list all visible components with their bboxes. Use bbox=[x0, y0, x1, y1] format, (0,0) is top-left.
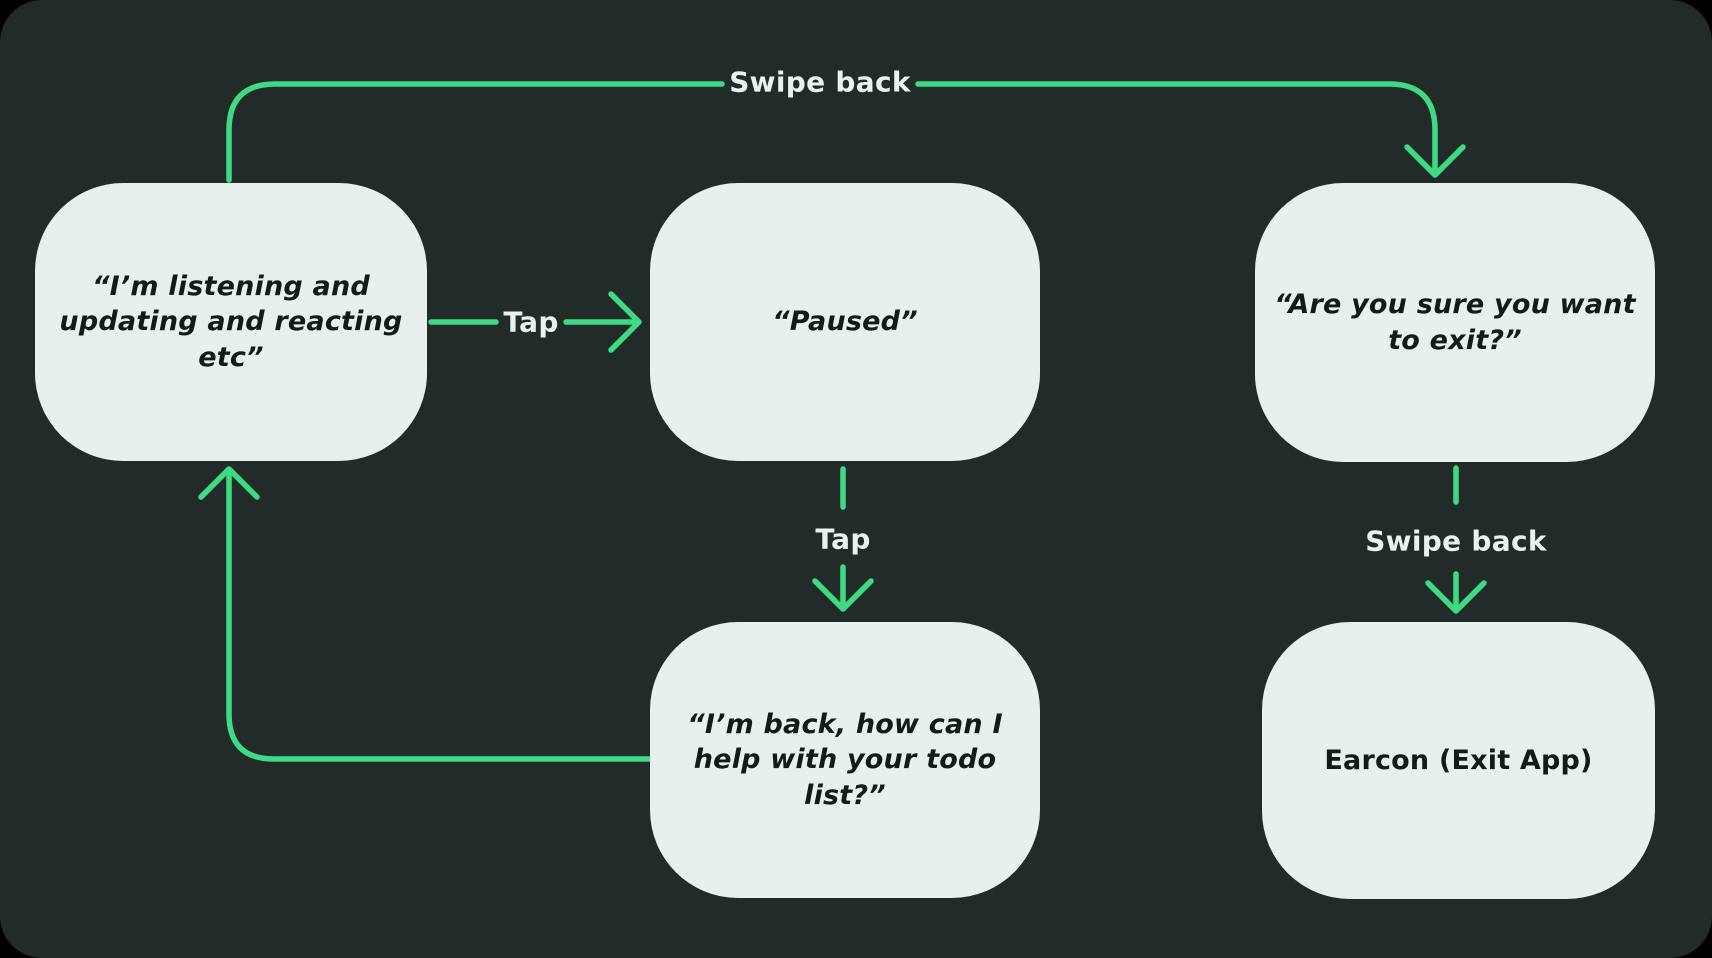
node-earcon-exit-label: Earcon (Exit App) bbox=[1324, 744, 1593, 776]
node-paused: “Paused” bbox=[650, 183, 1040, 461]
node-exit-confirm-label: “Are you sure you want to exit?” bbox=[1274, 288, 1636, 356]
node-back-todo: “I’m back, how can I help with your todo… bbox=[650, 622, 1040, 898]
edge-swipe-back-top-arrowhead-icon bbox=[1404, 144, 1466, 178]
edge-label-tap-down: Tap bbox=[815, 522, 871, 556]
edge-swipe-back-top-left-segment bbox=[226, 81, 725, 183]
edge-label-swipe-back-down: Swipe back bbox=[1365, 524, 1547, 558]
edge-tap-down-arrowhead-icon bbox=[812, 578, 874, 612]
edge-swipe-back-down-arrowhead-icon bbox=[1425, 580, 1487, 614]
node-exit-confirm: “Are you sure you want to exit?” bbox=[1255, 183, 1655, 462]
node-back-todo-label: “I’m back, how can I help with your todo… bbox=[687, 708, 1003, 811]
node-listening: “I’m listening and updating and reacting… bbox=[35, 183, 427, 461]
edge-tap-right-arrowhead-icon bbox=[608, 291, 642, 353]
node-listening-label: “I’m listening and updating and reacting… bbox=[59, 270, 403, 373]
edge-label-swipe-back-top: Swipe back bbox=[729, 65, 911, 99]
node-paused-label: “Paused” bbox=[772, 306, 918, 338]
edge-loop-back-segment bbox=[226, 469, 653, 762]
node-earcon-exit: Earcon (Exit App) bbox=[1262, 622, 1655, 899]
edge-label-tap-right: Tap bbox=[503, 305, 559, 339]
edge-swipe-back-top-right-segment bbox=[915, 81, 1438, 171]
edge-loop-back-arrowhead-icon bbox=[198, 466, 260, 500]
